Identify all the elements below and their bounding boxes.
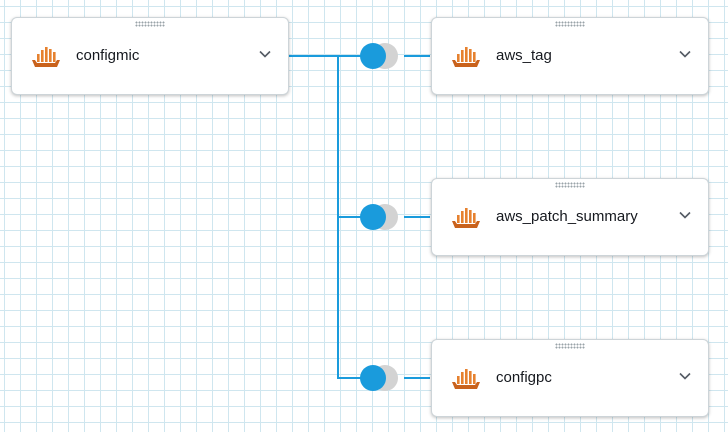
chevron-down-icon[interactable]	[678, 371, 692, 381]
join-left-circle	[360, 204, 386, 230]
join-icon-configpc[interactable]	[360, 365, 400, 391]
drag-handle[interactable]	[555, 343, 585, 349]
table-node-aws-patch-summary[interactable]: aws_patch_summary	[431, 178, 709, 256]
node-label: configmic	[76, 47, 140, 64]
bar-chart-icon	[452, 208, 480, 228]
drag-handle[interactable]	[555, 21, 585, 27]
node-label: aws_tag	[496, 47, 552, 64]
bar-chart-icon	[452, 47, 480, 67]
join-left-circle	[360, 43, 386, 69]
drag-handle[interactable]	[555, 182, 585, 188]
join-icon-aws-patch-summary[interactable]	[360, 204, 400, 230]
drag-handle[interactable]	[135, 21, 165, 27]
table-node-configpc[interactable]: configpc	[431, 339, 709, 417]
table-node-aws-tag[interactable]: aws_tag	[431, 17, 709, 95]
chevron-down-icon[interactable]	[678, 210, 692, 220]
chevron-down-icon[interactable]	[678, 49, 692, 59]
node-label: aws_patch_summary	[496, 208, 638, 225]
bar-chart-icon	[32, 47, 60, 67]
join-left-circle	[360, 365, 386, 391]
table-node-configmic[interactable]: configmic	[11, 17, 289, 95]
bar-chart-icon	[452, 369, 480, 389]
chevron-down-icon[interactable]	[258, 49, 272, 59]
join-icon-aws-tag[interactable]	[360, 43, 400, 69]
node-label: configpc	[496, 369, 552, 386]
